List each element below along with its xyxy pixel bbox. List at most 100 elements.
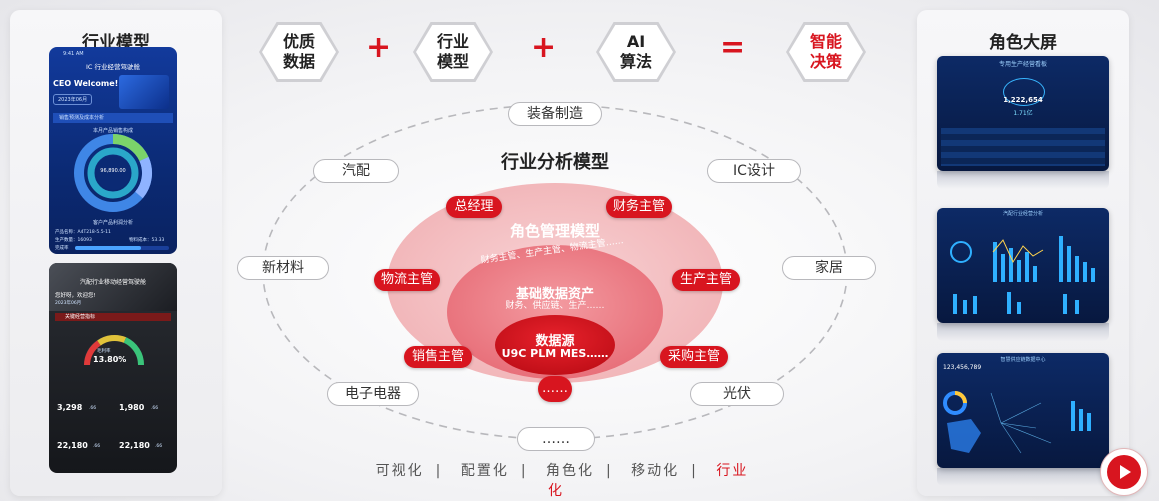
industry-more: …… <box>517 427 595 451</box>
data-source-layer <box>495 315 615 375</box>
hex-quality-data: 优质 数据 <box>259 22 339 82</box>
hex-ai-algorithm: AI 算法 <box>596 22 676 82</box>
material-cost: 物料成本：53.33 <box>129 238 165 243</box>
product-name: 产品名称：A4T218-5.5-11 <box>55 230 111 235</box>
stat-value-2: 1,980 <box>119 403 145 412</box>
donut-segment-green <box>112 134 149 162</box>
industry-photovoltaic: 光伏 <box>690 382 784 406</box>
screen-title: 智慧供应链数据中心 <box>1000 357 1046 363</box>
date-selector[interactable]: 2023年06月 <box>53 94 93 105</box>
data-source-subtitle: U9C PLM MES…… <box>501 347 609 360</box>
dashboard-screen-auto: 汽配行业经营分析 <box>937 208 1109 323</box>
chip-illustration <box>119 75 169 109</box>
screen-reflection <box>937 323 1109 341</box>
progress-track <box>75 246 169 250</box>
tag-industry: 行业化 <box>548 463 749 499</box>
progress-fill <box>75 246 141 250</box>
plus-sign-2: + <box>531 30 557 65</box>
legend-title: 客户产品利润分析 <box>92 220 133 226</box>
diagram-title: 行业分析模型 <box>501 152 609 173</box>
donut-segment-light <box>134 156 153 199</box>
plus-sign-1: + <box>366 30 392 65</box>
dashboard-screen-production: 专用生产经营看板 1,222,654 1.71亿 <box>937 56 1109 171</box>
phone-screenshot-auto: 汽配行业移动经营驾驶舱 您好呀，欢迎您! 2023年06月 关键经营指标 毛利率… <box>49 263 177 473</box>
data-source-title: 数据源 <box>535 334 575 349</box>
stat-value-4: 22,180 <box>119 441 150 450</box>
role-logistics-manager: 物流主管 <box>374 269 440 291</box>
gauge-green <box>123 337 145 366</box>
stat-unit-1: .66 <box>89 406 97 411</box>
screen-reflection <box>937 468 1109 486</box>
stat-value-1: 3,298 <box>57 403 83 412</box>
hex-smart-decision: 智能 决策 <box>786 22 866 82</box>
industry-auto-parts: 汽配 <box>313 159 399 183</box>
role-production-manager: 生产主管 <box>672 269 740 291</box>
gauge-red <box>84 340 101 366</box>
bar-charts <box>950 236 1095 314</box>
role-general-manager: 总经理 <box>446 196 502 218</box>
engine-banner <box>49 263 177 311</box>
tag-separator: | <box>606 463 613 479</box>
screen-reflection <box>937 171 1109 189</box>
role-finance-manager: 财务主管 <box>606 196 672 218</box>
donut-chart <box>74 134 153 212</box>
screen-title: 汽配行业经营分析 <box>1002 211 1043 217</box>
tag-visualization: 可视化 <box>375 463 424 479</box>
production-qty: 生产数量：16093 <box>55 238 92 243</box>
app-title: 汽配行业移动经营驾驶舱 <box>79 279 146 286</box>
tag-separator: | <box>435 463 443 479</box>
donut-center-value: 96,890.00 <box>100 168 126 174</box>
kpi-value: 123,456,789 <box>943 364 982 371</box>
tag-mobile: 移动化 <box>631 463 680 479</box>
industry-ic-design: IC设计 <box>707 159 801 183</box>
section-bar: 关键经营指标 <box>55 313 171 321</box>
industry-equipment: 装备制造 <box>508 102 602 126</box>
app-title: IC 行业经营驾驶舱 <box>85 63 141 71</box>
industry-home: 家居 <box>782 256 876 280</box>
tag-separator: | <box>691 463 698 479</box>
equals-sign: = <box>720 30 746 65</box>
industry-new-materials: 新材料 <box>237 256 329 280</box>
play-button[interactable] <box>1100 448 1148 496</box>
phone-screenshot-ic: 9:41 AM IC 行业经营驾驶舱 CEO Welcome! 2023年06月… <box>49 47 177 254</box>
tag-configurable: 配置化 <box>460 463 509 479</box>
gauge-chart <box>84 334 145 366</box>
screen-title: 专用生产经营看板 <box>998 61 1047 68</box>
map-and-charts <box>943 391 1091 454</box>
role-sales-manager: 销售主管 <box>404 346 472 368</box>
section-bar: 销售预测及成本分析 <box>53 113 173 123</box>
donut-center <box>96 156 130 190</box>
role-more: …… <box>538 376 572 402</box>
tag-role-based: 角色化 <box>546 463 594 479</box>
gauge-yellow <box>97 334 127 346</box>
kpi-value-2: 1.71亿 <box>1013 110 1033 117</box>
stat-unit-4: .66 <box>155 444 163 449</box>
kpi-value: 1,222,654 <box>1003 96 1043 104</box>
basic-data-subtitle: 财务、供应链、生产…… <box>505 301 605 311</box>
progress-label: 完成率 <box>55 246 69 251</box>
stat-unit-2: .66 <box>151 406 159 411</box>
play-icon <box>1107 455 1141 489</box>
gauge-label: 毛利率 <box>97 349 111 354</box>
stat-unit-3: .66 <box>93 444 101 449</box>
gauge-value: 13.80% <box>93 355 127 364</box>
greeting: 您好呀，欢迎您! <box>55 293 96 299</box>
feature-tags: 可视化 | 配置化 | 角色化 | 移动化 | 行业化 <box>364 460 754 500</box>
basic-data-title: 基础数据资产 <box>515 287 594 302</box>
data-table <box>941 128 1105 166</box>
industry-electronics: 电子电器 <box>327 382 419 406</box>
status-time: 9:41 AM <box>63 51 84 57</box>
chart-title: 本月产品销售构成 <box>92 128 133 134</box>
panel-title: 角色大屏 <box>989 33 1057 53</box>
stat-value-3: 22,180 <box>57 441 88 450</box>
dashboard-screen-supply-chain: 智慧供应链数据中心 123,456,789 <box>937 353 1109 468</box>
greeting: CEO Welcome! <box>53 79 119 88</box>
date-selector[interactable]: 2023年06月 <box>55 301 82 306</box>
donut-ring-inner <box>87 147 139 199</box>
role-model-title: 角色管理模型 <box>509 222 600 240</box>
globe-ring <box>1003 78 1045 106</box>
tag-separator: | <box>520 463 528 479</box>
hex-industry-model: 行业 模型 <box>413 22 493 82</box>
role-purchasing-manager: 采购主管 <box>660 346 728 368</box>
